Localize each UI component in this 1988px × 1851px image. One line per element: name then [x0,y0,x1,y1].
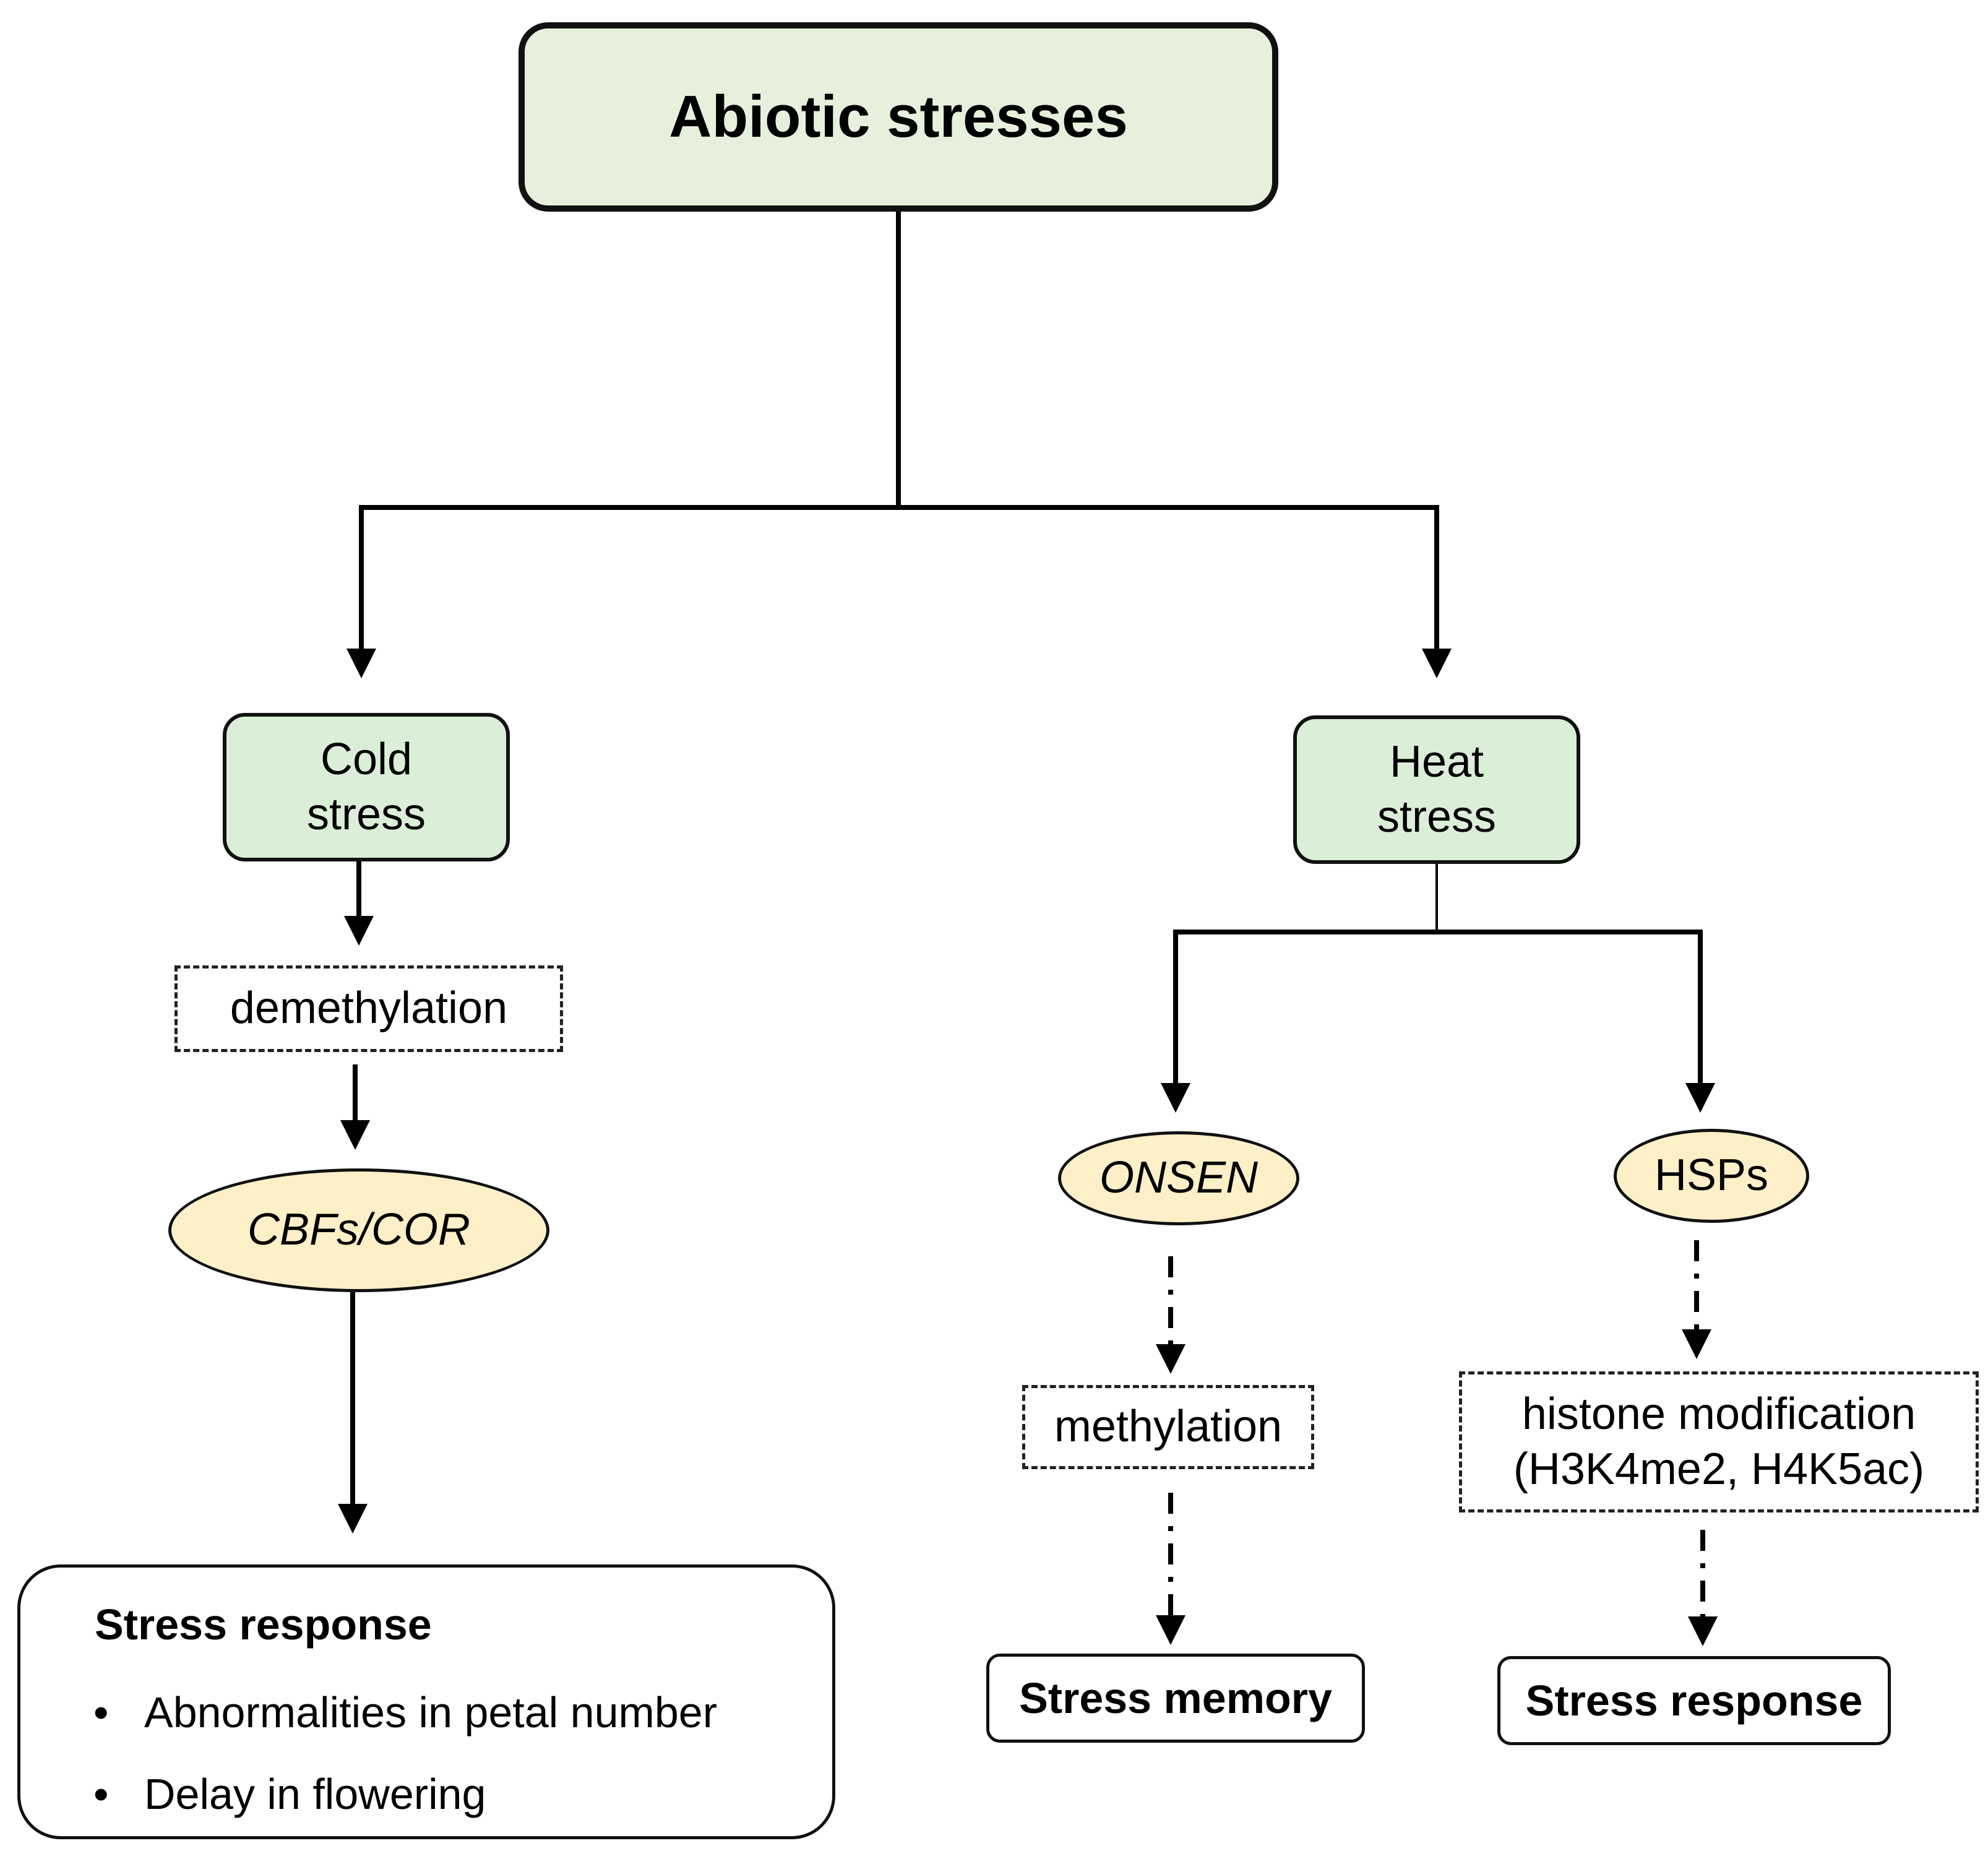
stress-memory-label: Stress memory [1019,1674,1332,1722]
cold-stress-response-item: Delay in flowering [93,1769,717,1819]
heat-dashdot-connectors [1156,1240,1718,1646]
histone-modification-label-line2: (H3K4me2, H4K5ac) [1513,1444,1925,1494]
onsen-node: ONSEN [1058,1131,1299,1225]
cbfs-cor-node: CBFs/COR [168,1168,549,1292]
cold-connectors [338,861,374,1534]
demethylation-node: demethylation [174,965,563,1052]
heat-stress-response-label: Stress response [1525,1676,1863,1725]
heat-stress-node: Heat stress [1293,715,1580,864]
hsps-label: HSPs [1654,1150,1769,1201]
histone-modification-label-line1: histone modification [1521,1389,1916,1439]
abiotic-stresses-label: Abiotic stresses [669,84,1128,150]
heat-stress-label-line1: Heat [1389,736,1484,787]
stress-memory-node: Stress memory [986,1654,1365,1743]
histone-modification-node: histone modification (H3K4me2, H4K5ac) [1459,1371,1979,1512]
cbfs-cor-label: CBFs/COR [247,1205,470,1255]
demethylation-label: demethylation [230,983,508,1033]
root-connector [346,212,1452,678]
cold-stress-label-line1: Cold [320,734,413,784]
cold-stress-response-list: Abnormalities in petal number Delay in f… [20,1688,717,1851]
heat-connector [1161,864,1715,1113]
methylation-label: methylation [1054,1402,1283,1452]
cold-stress-response-item: Abnormalities in petal number [93,1688,717,1737]
methylation-node: methylation [1022,1385,1314,1469]
cold-stress-response-heading: Stress response [95,1600,432,1649]
heat-stress-label-line2: stress [1377,792,1497,842]
cold-stress-node: Cold stress [223,713,510,861]
abiotic-stresses-node: Abiotic stresses [519,22,1278,212]
onsen-label: ONSEN [1099,1153,1259,1203]
cold-stress-label-line2: stress [306,790,426,839]
cold-stress-response-node: Stress response Abnormalities in petal n… [17,1564,835,1839]
hsps-node: HSPs [1614,1129,1809,1223]
heat-stress-response-node: Stress response [1497,1656,1891,1745]
